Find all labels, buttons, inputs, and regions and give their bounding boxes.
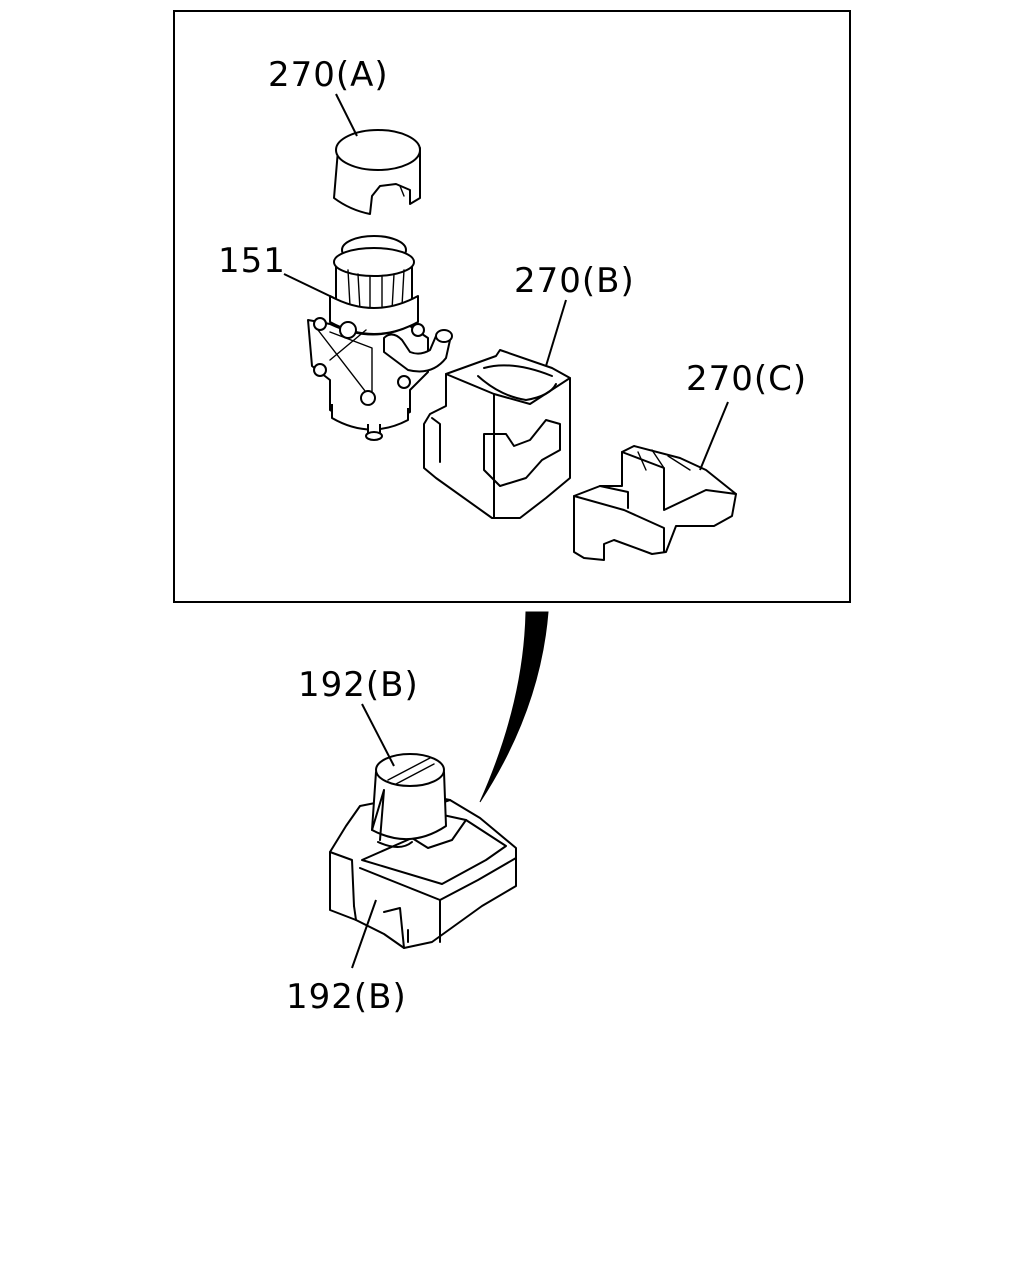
cushion-270c	[573, 445, 737, 561]
label-cushion-270c: 270(C)	[686, 359, 807, 399]
leader-valve-151	[283, 273, 335, 299]
assembly-192b	[329, 753, 517, 949]
detail-frame	[173, 10, 851, 603]
label-assembly-top: 192(B)	[298, 665, 419, 705]
leader-cap-270a	[335, 93, 358, 137]
pointer-arrow	[479, 611, 549, 803]
cushion-270b	[423, 349, 571, 519]
leader-cushion-270c	[699, 401, 729, 471]
label-cap-270a: 270(A)	[268, 55, 389, 95]
label-cushion-270b: 270(B)	[514, 261, 635, 301]
leader-cushion-270b	[545, 299, 567, 367]
leader-assembly-top	[361, 703, 395, 767]
label-valve-151: 151	[218, 241, 286, 281]
leader-assembly-bottom	[351, 899, 377, 969]
cap-270a	[333, 129, 421, 215]
label-assembly-bottom: 192(B)	[286, 977, 407, 1017]
valve-151	[307, 235, 453, 441]
